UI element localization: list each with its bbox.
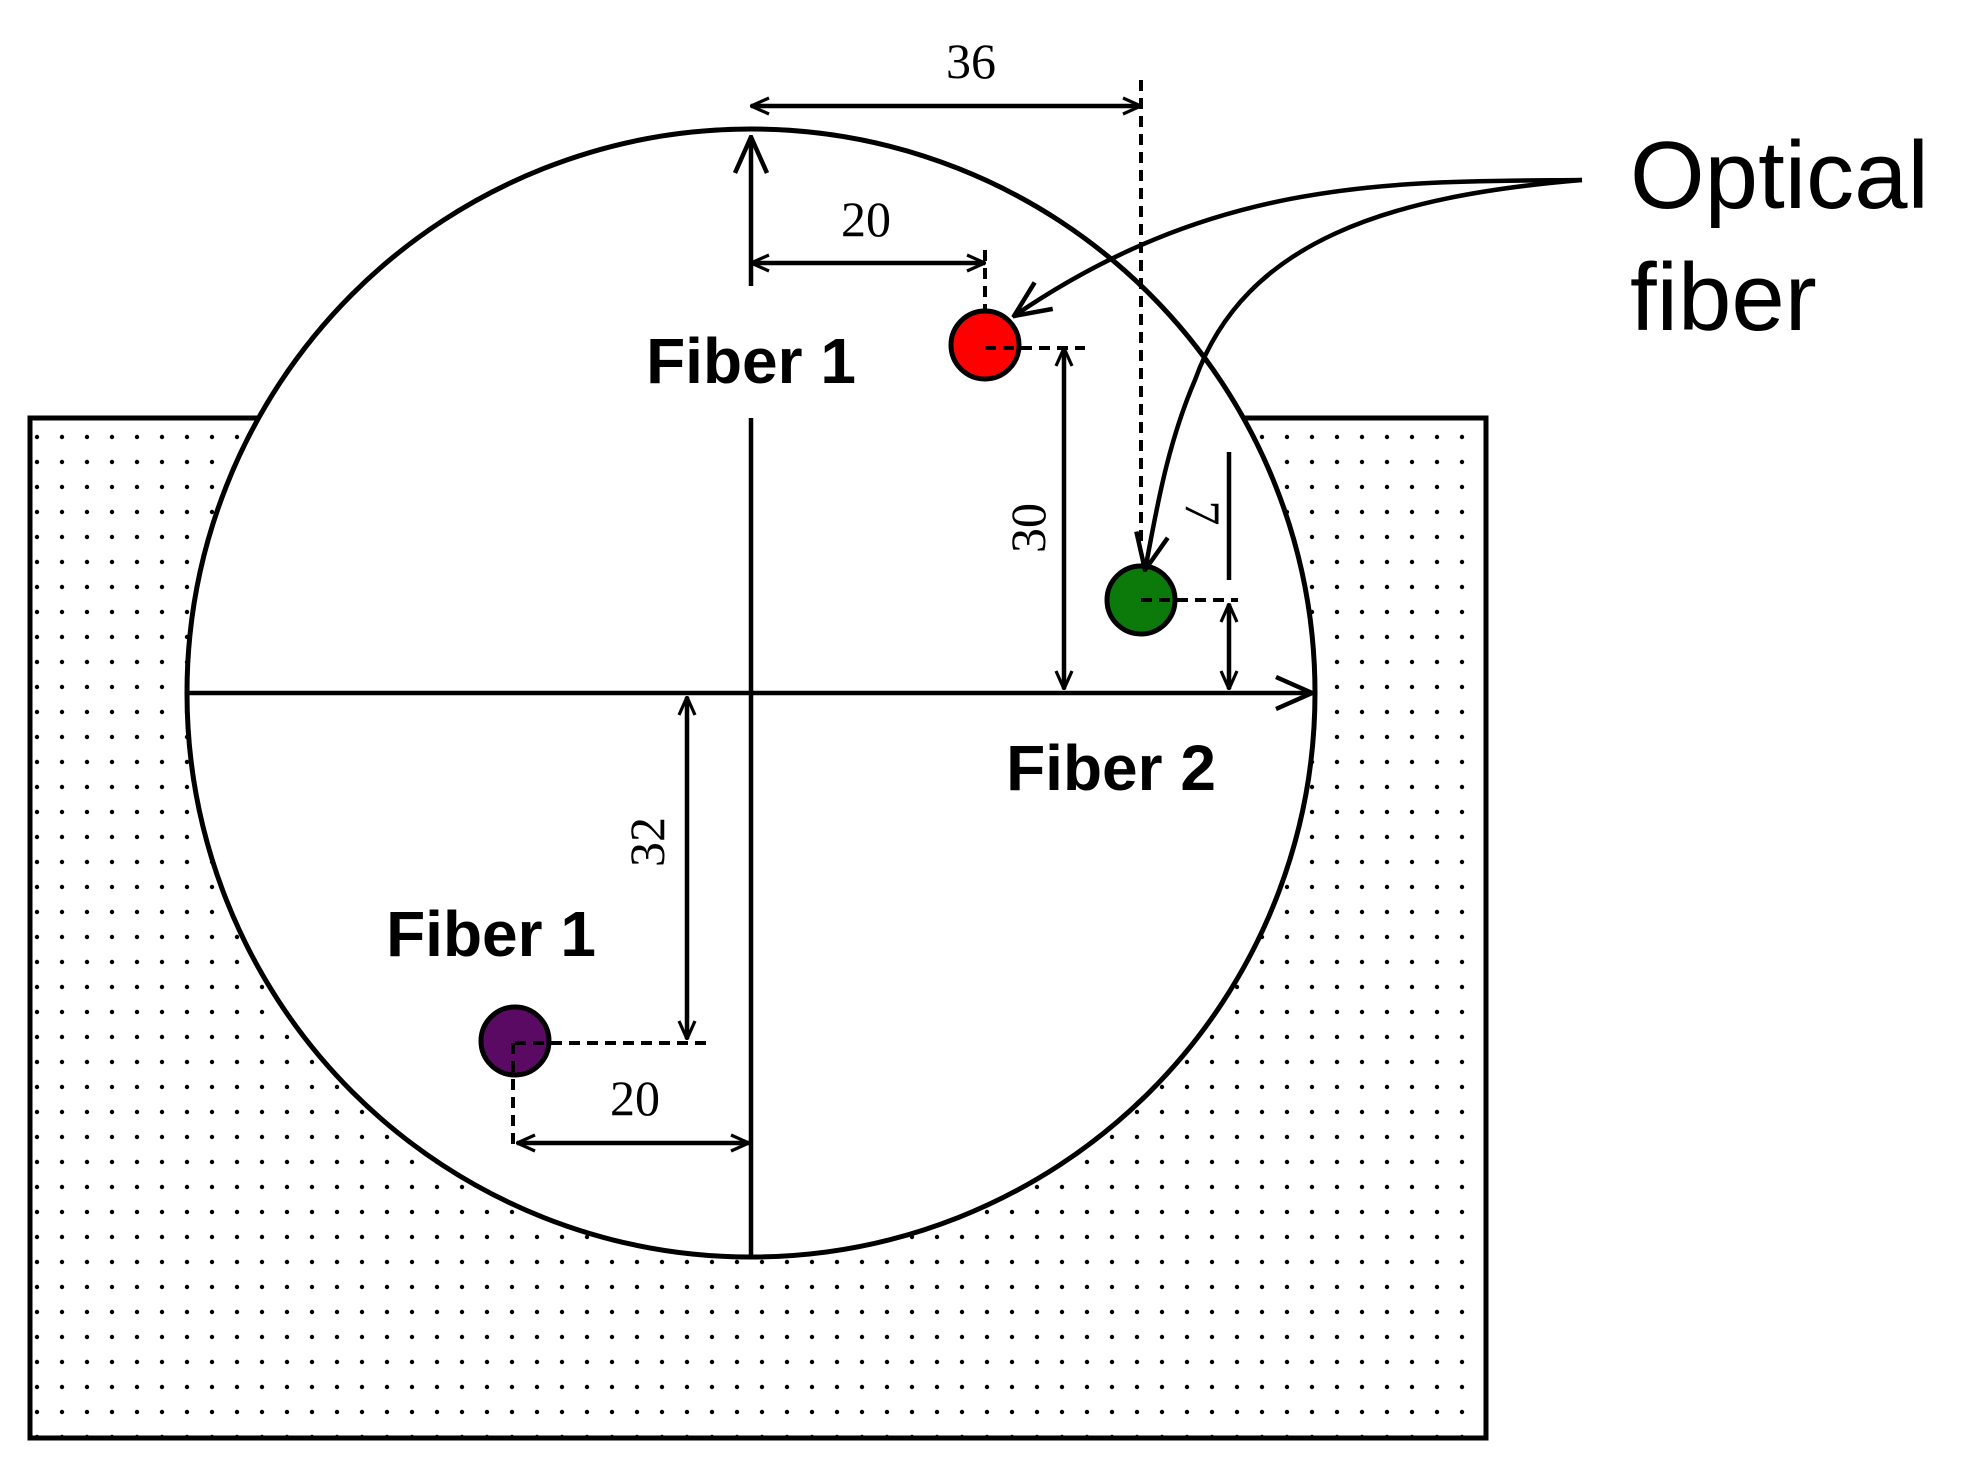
dim-36-label: 36 [946, 33, 996, 89]
callout-arrow-to-red-fiber [1014, 177, 1583, 316]
optical-fiber-callout-line2: fiber [1630, 244, 1817, 351]
callout-arrow-to-green-fiber [1145, 177, 1583, 570]
dim-20-bottom-label: 20 [610, 1070, 660, 1126]
red-fiber [948, 308, 1022, 382]
dim-7-label: 7 [1175, 501, 1231, 526]
dim-20-top-label: 20 [841, 191, 891, 247]
fiber-1-bottom-label: Fiber 1 [386, 898, 596, 970]
fiber-1-top-label: Fiber 1 [646, 325, 856, 397]
dim-30-label: 30 [1000, 503, 1056, 553]
fiber-2-label: Fiber 2 [1006, 732, 1216, 804]
optical-fiber-callout-line1: Optical [1630, 122, 1929, 229]
dim-32-label: 32 [619, 817, 675, 867]
